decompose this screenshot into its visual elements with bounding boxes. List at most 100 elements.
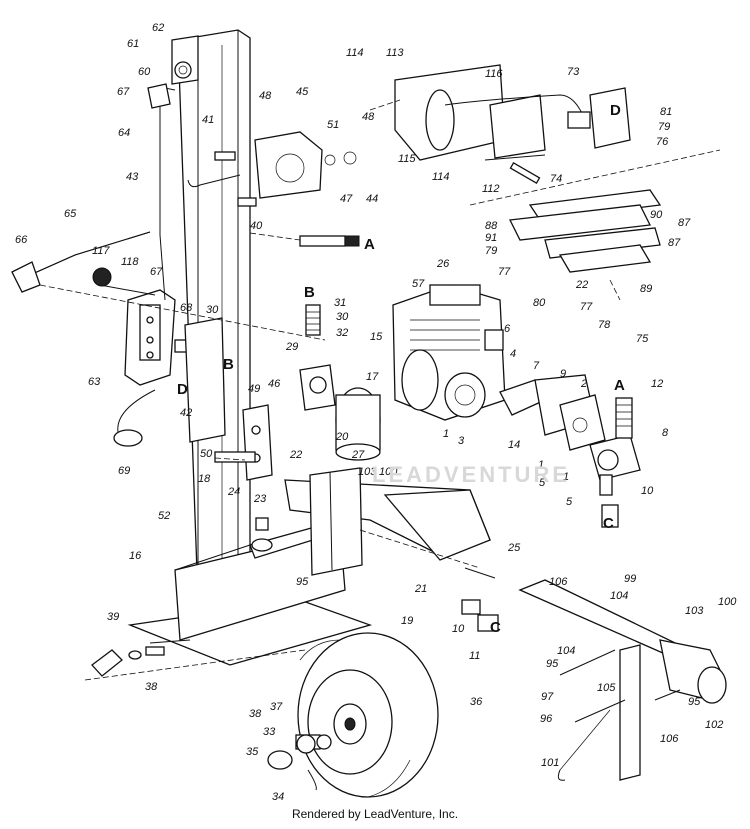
callout-69: 69 <box>118 465 130 477</box>
callout-8: 8 <box>662 427 669 439</box>
callout-52: 52 <box>158 510 170 522</box>
callout-79b: 79 <box>485 245 497 257</box>
callout-48b: 48 <box>362 111 375 123</box>
hydraulic-lines <box>113 83 633 632</box>
callout-116: 116 <box>485 68 503 80</box>
callout-95b: 95 <box>546 658 559 670</box>
callout-75: 75 <box>636 333 649 345</box>
filter-assembly <box>299 304 381 461</box>
callout-26: 26 <box>436 258 450 270</box>
callout-64: 64 <box>118 127 130 139</box>
control-valve <box>92 267 196 386</box>
callout-6: 6 <box>504 323 511 335</box>
callout-30b: 30 <box>336 311 349 323</box>
callout-35: 35 <box>246 746 259 758</box>
callout-113: 113 <box>386 47 404 59</box>
callout-95c: 95 <box>688 696 701 708</box>
letter-a-left: A <box>364 236 375 253</box>
callout-32: 32 <box>336 327 348 339</box>
callout-48: 48 <box>259 90 272 102</box>
callout-21: 21 <box>414 583 427 595</box>
callout-34: 34 <box>272 791 284 803</box>
callout-104: 104 <box>610 590 628 602</box>
callout-103b: 103 <box>685 605 704 617</box>
callout-114b: 114 <box>432 171 450 183</box>
upper-right-bracket <box>394 64 721 273</box>
callout-100b: 100 <box>718 596 737 608</box>
letter-c-lower: C <box>490 619 501 636</box>
callout-10b: 10 <box>452 623 465 635</box>
callout-38b: 38 <box>249 708 262 720</box>
callout-14: 14 <box>508 439 520 451</box>
callout-18: 18 <box>198 473 211 485</box>
callout-106: 106 <box>549 576 568 588</box>
callout-42: 42 <box>180 407 192 419</box>
callout-2: 2 <box>580 378 587 390</box>
callout-112: 112 <box>482 183 500 195</box>
watermark-text: LEADVENTURE <box>372 462 571 487</box>
callout-74: 74 <box>550 173 562 185</box>
bracket-51 <box>187 131 357 207</box>
letter-a-right: A <box>614 377 625 394</box>
callout-78: 78 <box>598 319 611 331</box>
callout-65: 65 <box>64 208 77 220</box>
callout-89: 89 <box>640 283 652 295</box>
callout-68: 68 <box>180 302 193 314</box>
callout-95: 95 <box>296 576 309 588</box>
callout-39: 39 <box>107 611 119 623</box>
callout-57: 57 <box>412 278 425 290</box>
callout-67: 67 <box>117 86 130 98</box>
pump-assembly <box>499 374 641 496</box>
callout-77: 77 <box>498 266 511 278</box>
callout-25: 25 <box>507 542 521 554</box>
letter-b-left: B <box>223 356 234 373</box>
callout-37: 37 <box>270 701 283 713</box>
callout-63: 63 <box>88 376 101 388</box>
callout-33: 33 <box>263 726 276 738</box>
callout-17: 17 <box>366 371 379 383</box>
callout-76: 76 <box>656 136 669 148</box>
bushing-39 <box>91 646 165 677</box>
callout-97: 97 <box>541 691 554 703</box>
bracket-30 <box>184 317 273 481</box>
callout-91: 87 <box>678 217 691 229</box>
callout-7: 7 <box>533 360 540 372</box>
callout-9: 9 <box>560 368 566 380</box>
letter-c-pump: C <box>603 515 614 532</box>
callout-30: 30 <box>206 304 219 316</box>
callout-22: 22 <box>289 449 302 461</box>
callout-44: 44 <box>366 193 378 205</box>
callout-100: 100 <box>379 466 398 478</box>
callout-51: 51 <box>327 119 339 131</box>
letter-b-top: B <box>304 284 315 301</box>
callout-102: 102 <box>705 719 723 731</box>
callout-87: 91 <box>485 232 497 244</box>
engine <box>392 284 506 421</box>
callout-87b: 87 <box>668 237 681 249</box>
callout-61: 61 <box>127 38 139 50</box>
callout-23: 23 <box>253 493 267 505</box>
callout-101: 101 <box>541 757 559 769</box>
callout-118: 118 <box>121 256 139 268</box>
callout-73: 73 <box>567 66 580 78</box>
callout-114: 114 <box>346 47 364 59</box>
callout-11: 11 <box>469 650 480 662</box>
callout-labels: 62 61 60 67 64 41 48 45 51 43 47 44 40 6… <box>15 22 737 803</box>
callout-96: 96 <box>540 713 553 725</box>
callout-10: 10 <box>641 485 654 497</box>
callout-79: 79 <box>658 121 670 133</box>
connection-letters: A B B D D A C C <box>177 102 625 636</box>
callout-20: 20 <box>335 431 349 443</box>
callout-47: 47 <box>340 193 353 205</box>
callout-67b: 67 <box>150 266 163 278</box>
callout-105: 105 <box>597 682 616 694</box>
callout-106b: 106 <box>660 733 679 745</box>
callout-60: 60 <box>138 66 151 78</box>
callout-80: 80 <box>533 297 546 309</box>
callout-27: 27 <box>351 449 365 461</box>
callout-41: 41 <box>202 114 214 126</box>
callout-77b: 77 <box>580 301 593 313</box>
wheel <box>297 632 439 798</box>
callout-15: 15 <box>370 331 383 343</box>
